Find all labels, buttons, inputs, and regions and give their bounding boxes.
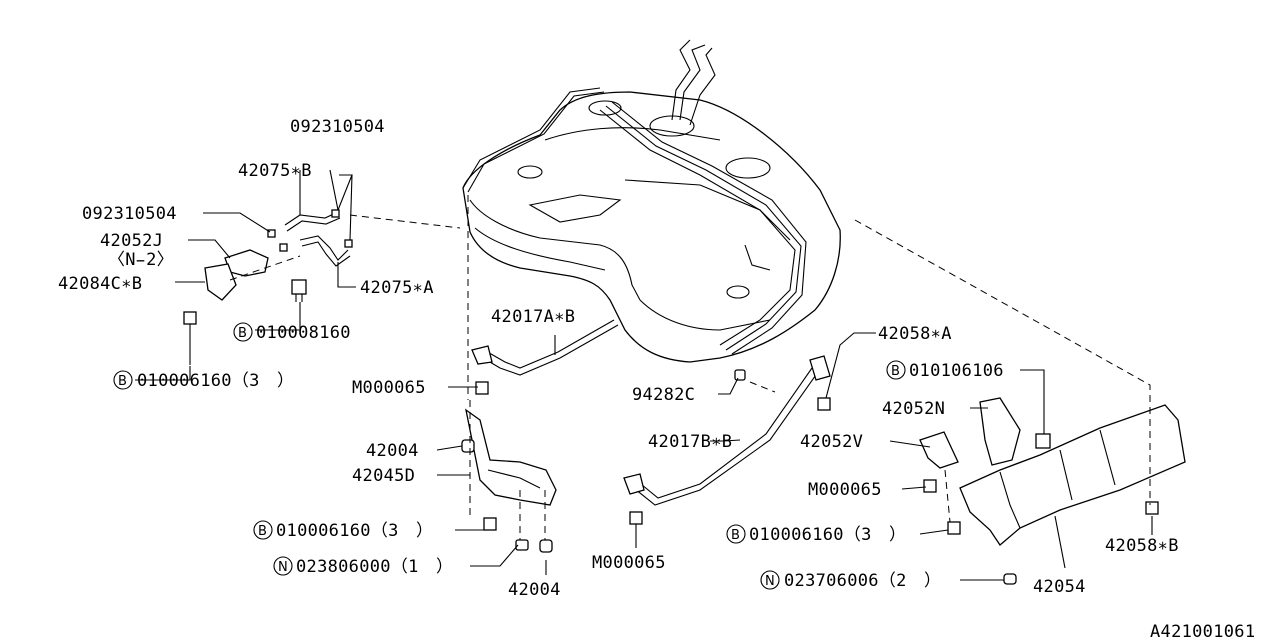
label-092310504-top[interactable]: 092310504 [290, 117, 385, 137]
bolt-010006160-left [183, 311, 197, 365]
label-010006160-right[interactable]: 010006160（3 ） [749, 525, 906, 545]
label-42004-lower[interactable]: 42004 [508, 580, 561, 600]
leader-lines [135, 169, 1153, 581]
nut-prefix-circle-1 [273, 556, 293, 576]
hose-42075a [299, 235, 351, 267]
part-labels: 092310504 42075∗B 092310504 42052J 〈N̵2〉… [58, 117, 1255, 640]
reference-lines [229, 195, 1151, 540]
bolt-010006160-mid [483, 517, 497, 531]
bolt-42058b [1145, 501, 1159, 515]
label-m000065-right[interactable]: M000065 [808, 480, 882, 500]
label-42054[interactable]: 42054 [1033, 577, 1086, 597]
protector-42045d [465, 408, 557, 506]
bolt-prefix-circle-3 [253, 520, 273, 540]
protector-42054 [959, 404, 1186, 546]
circled-prefixes: B B B N B B N [113, 322, 906, 590]
label-023806000[interactable]: 023806000（1 ） [296, 557, 453, 577]
fuel-tank [462, 39, 841, 363]
bracket-42052n [979, 397, 1021, 466]
grommet-42004-lower [539, 539, 553, 553]
label-42075b[interactable]: 42075∗B [238, 161, 312, 181]
label-m000065-left[interactable]: M000065 [352, 378, 426, 398]
label-42004-upper[interactable]: 42004 [366, 441, 419, 461]
grommet-42004-upper [461, 439, 475, 453]
nut-prefix-letter-1: N [278, 560, 288, 575]
label-42017bb[interactable]: 42017B∗B [648, 432, 732, 452]
band-42017ab [471, 319, 619, 376]
label-42084cb[interactable]: 42084C∗B [58, 274, 142, 294]
bolt-prefix-circle-2 [113, 370, 133, 390]
bolt-010106106 [1035, 433, 1051, 449]
label-092310504-left[interactable]: 092310504 [82, 204, 177, 224]
label-42075a[interactable]: 42075∗A [360, 278, 434, 298]
label-m000065-mid[interactable]: M000065 [592, 553, 666, 573]
bolt-prefix-circle-5 [726, 524, 746, 544]
label-010006160-left[interactable]: 010006160（3 ） [137, 371, 294, 391]
nut-prefix-letter-2: N [765, 574, 775, 589]
label-42058a[interactable]: 42058∗A [878, 324, 952, 344]
bolt-prefix-letter-3: B [258, 524, 267, 539]
bolt-m000065-mid [629, 511, 643, 525]
bolt-m000065-right [923, 479, 937, 493]
label-010008160[interactable]: 010008160 [256, 323, 351, 343]
nut-prefix-circle-2 [760, 570, 780, 590]
bolt-prefix-letter-5: B [731, 528, 740, 543]
bracket-42052v [919, 431, 959, 469]
bolt-prefix-letter-1: B [238, 326, 247, 341]
nut-023706006 [1003, 573, 1017, 585]
label-94282c[interactable]: 94282C [632, 385, 695, 405]
bolt-prefix-circle-4 [886, 360, 906, 380]
label-42052n[interactable]: 42052N [882, 399, 945, 419]
label-42058b[interactable]: 42058∗B [1105, 536, 1179, 556]
hose-clips [267, 209, 353, 252]
label-42052j[interactable]: 42052J [100, 231, 163, 251]
bolt-42058a [817, 397, 831, 411]
band-42017bb [623, 355, 831, 506]
bolt-m000065-left [475, 381, 489, 395]
bracket-42052j [204, 249, 269, 301]
label-42017ab[interactable]: 42017A∗B [491, 307, 575, 327]
label-023706006[interactable]: 023706006（2 ） [784, 571, 941, 591]
label-010106106[interactable]: 010106106 [909, 361, 1004, 381]
nut-023806000 [515, 539, 529, 551]
bolt-010008160 [291, 279, 307, 302]
diagram-code: A421001061 [1150, 622, 1255, 640]
bolt-010006160-right [947, 521, 961, 535]
label-42045d[interactable]: 42045D [352, 466, 415, 486]
bolt-prefix-circle-1 [233, 322, 253, 342]
label-42052v[interactable]: 42052V [800, 432, 863, 452]
label-no2: 〈N̵2〉 [108, 250, 174, 270]
label-010006160-mid[interactable]: 010006160（3 ） [276, 521, 433, 541]
bolt-prefix-letter-2: B [118, 374, 127, 389]
bolt-prefix-letter-4: B [891, 364, 900, 379]
clip-94282c [734, 369, 746, 381]
